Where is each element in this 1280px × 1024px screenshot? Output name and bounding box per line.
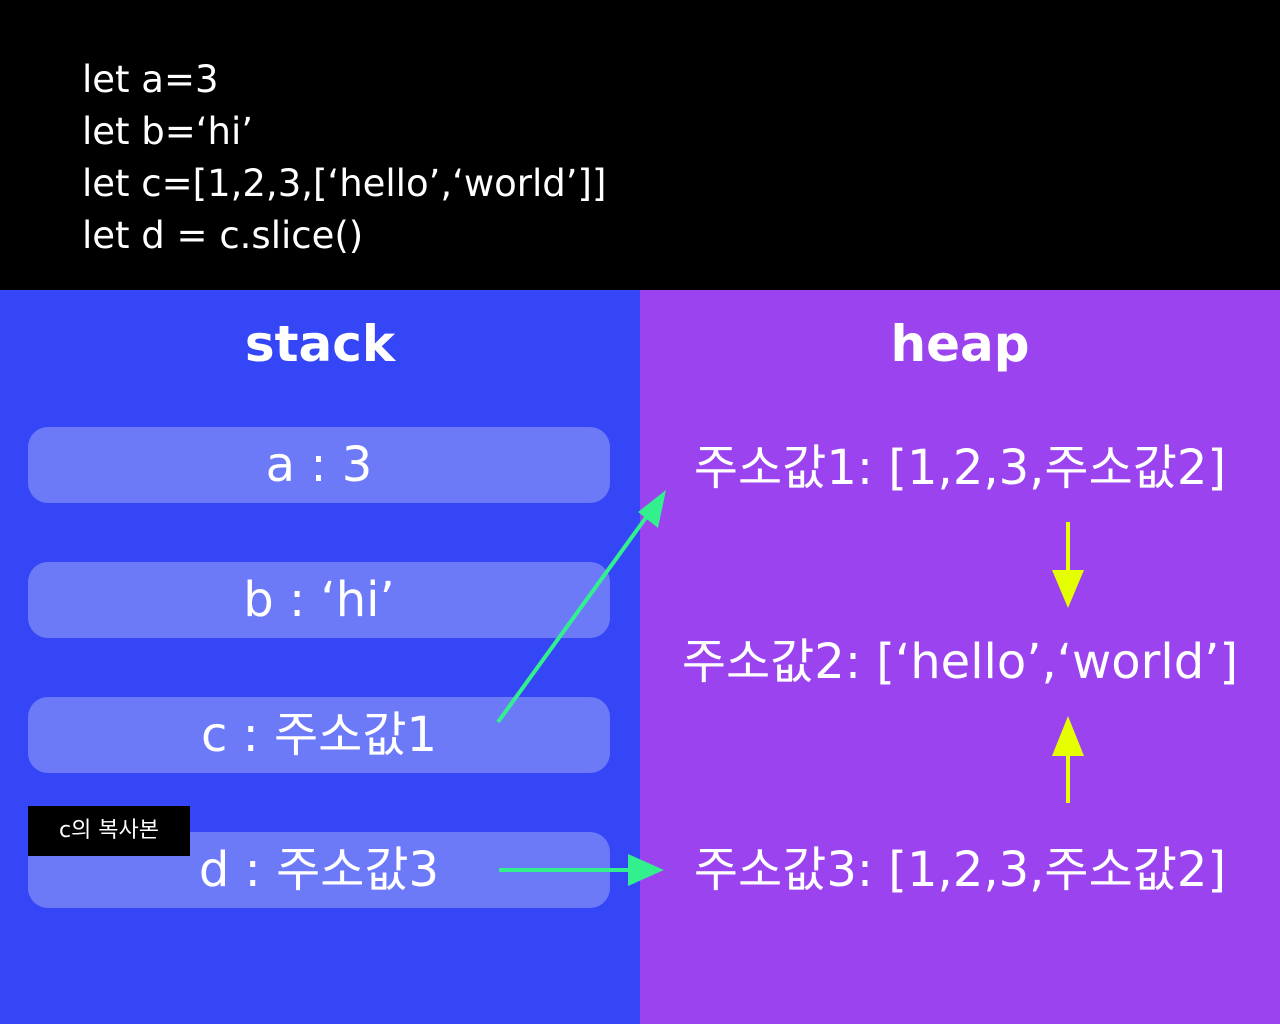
code-line-a: let a=3 (82, 58, 219, 101)
stack-slot-label: b : ‘hi’ (243, 572, 395, 628)
heap-panel: heap (640, 290, 1280, 1024)
heap-title: heap (890, 315, 1030, 373)
stack-slot-a: a : 3 (28, 427, 610, 503)
code-panel: let a=3 let b=‘hi’ let c=[1,2,3,[‘hello’… (0, 0, 1280, 290)
code-line-d: let d = c.slice() (82, 214, 364, 257)
heap-item-address3: 주소값3: [1,2,3,주소값2] (693, 842, 1227, 898)
stack-slot-b: b : ‘hi’ (28, 562, 610, 638)
stack-slot-label: c : 주소값1 (200, 707, 438, 763)
code-line-b: let b=‘hi’ (82, 110, 254, 153)
stack-slot-c: c : 주소값1 (28, 697, 610, 773)
heap-item-address1: 주소값1: [1,2,3,주소값2] (693, 440, 1227, 496)
copy-badge: c의 복사본 (28, 806, 190, 856)
stack-title: stack (244, 315, 396, 373)
stack-slot-label: d : 주소값3 (198, 842, 440, 898)
code-line-c: let c=[1,2,3,[‘hello’,‘world’]] (82, 162, 607, 205)
heap-item-address2: 주소값2: [‘hello’,‘world’] (681, 634, 1239, 690)
stack-panel: stack (0, 290, 640, 1024)
stack-slot-label: a : 3 (265, 437, 373, 493)
